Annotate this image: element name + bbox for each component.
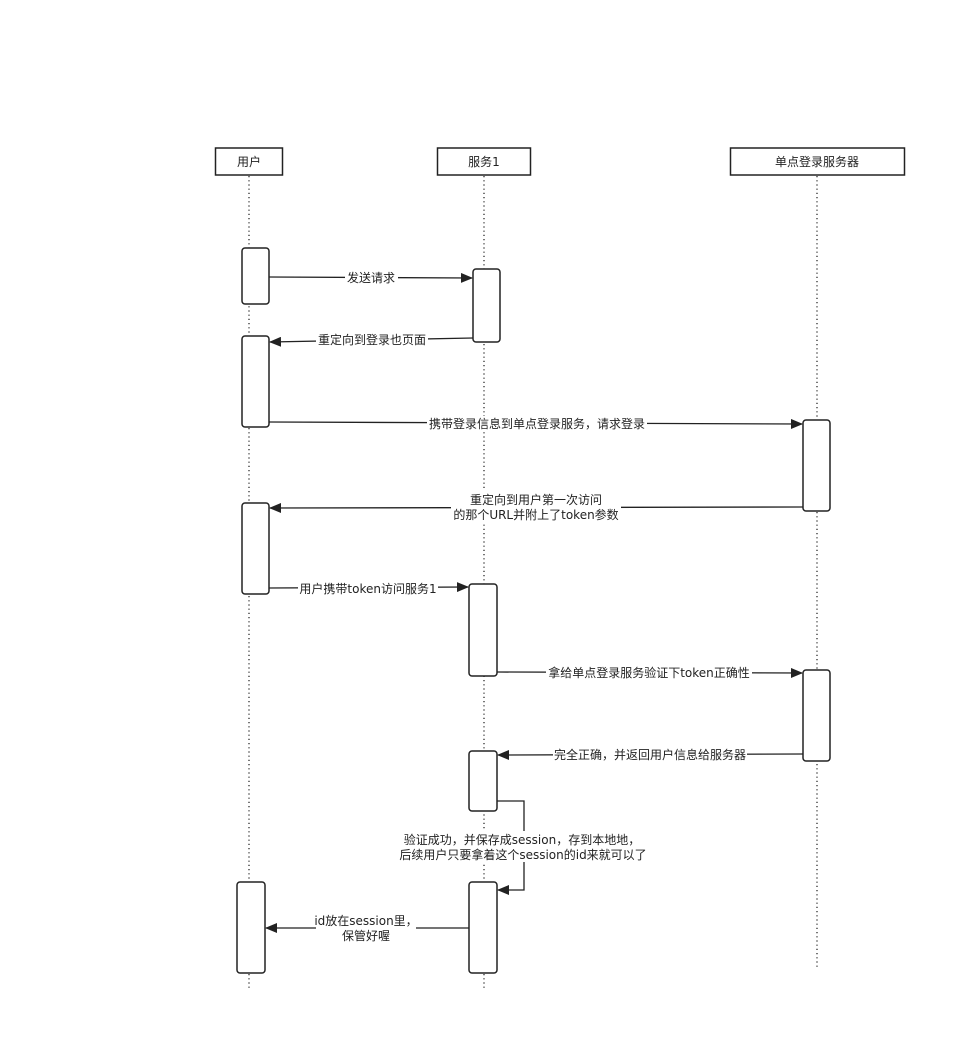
message-redirect-token-label-1: 重定向到用户第一次访问 xyxy=(470,492,602,507)
participant-service1: 服务1 xyxy=(436,147,532,176)
participant-service1-label: 服务1 xyxy=(468,154,500,169)
message-login-request: 携带登录信息到单点登录服务，请求登录 xyxy=(268,416,803,431)
message-save-session-label-2: 后续用户只要拿着这个session的id来就可以了 xyxy=(399,847,646,862)
activation-service1-2 xyxy=(468,583,498,677)
message-store-session-id: id放在session里， 保管好喔 xyxy=(265,912,469,943)
message-return-user-info: 完全正确，并返回用户信息给服务器 xyxy=(497,747,804,762)
activation-user-2 xyxy=(241,335,270,428)
message-redirect-login-label: 重定向到登录也页面 xyxy=(318,332,426,347)
activation-sso-2 xyxy=(802,669,831,762)
message-store-session-id-label-2: 保管好喔 xyxy=(342,928,390,943)
participant-sso-label: 单点登录服务器 xyxy=(775,154,859,169)
message-store-session-id-label-1: id放在session里， xyxy=(314,913,417,928)
message-visit-with-token-label: 用户携带token访问服务1 xyxy=(299,581,436,596)
activation-user-3 xyxy=(241,502,270,595)
message-login-request-label: 携带登录信息到单点登录服务，请求登录 xyxy=(429,416,645,431)
participant-sso: 单点登录服务器 xyxy=(729,147,906,176)
activation-service1-3 xyxy=(468,750,498,812)
message-return-user-info-label: 完全正确，并返回用户信息给服务器 xyxy=(554,747,746,762)
participant-user-label: 用户 xyxy=(237,154,261,169)
message-save-session: 验证成功，并保存成session，存到本地地， 后续用户只要拿着这个sessio… xyxy=(399,800,649,895)
message-send-request-label: 发送请求 xyxy=(347,270,395,285)
message-redirect-token-label-2: 的那个URL并附上了token参数 xyxy=(453,507,618,522)
activation-service1-4 xyxy=(468,881,498,974)
participant-user: 用户 xyxy=(214,147,284,176)
message-send-request: 发送请求 xyxy=(268,270,473,285)
activation-service1-1 xyxy=(472,268,501,343)
message-visit-with-token: 用户携带token访问服务1 xyxy=(268,581,469,596)
message-redirect-login: 重定向到登录也页面 xyxy=(269,332,474,347)
message-save-session-label-1: 验证成功，并保存成session，存到本地地， xyxy=(404,832,640,847)
activation-user-4 xyxy=(236,881,266,974)
message-redirect-token: 重定向到用户第一次访问 的那个URL并附上了token参数 xyxy=(269,491,804,522)
activation-user-1 xyxy=(241,247,270,305)
activation-sso-1 xyxy=(802,419,831,512)
message-verify-token: 拿给单点登录服务验证下token正确性 xyxy=(496,665,803,680)
message-verify-token-label: 拿给单点登录服务验证下token正确性 xyxy=(548,665,750,680)
